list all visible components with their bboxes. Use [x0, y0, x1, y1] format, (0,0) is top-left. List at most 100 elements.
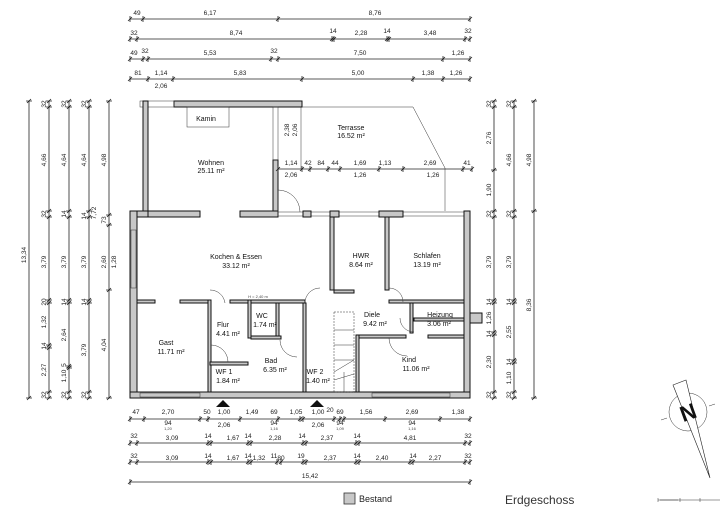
dimension-tick: [511, 214, 517, 220]
dimension-tick: [66, 104, 72, 110]
dimension-label: 3,79: [81, 343, 88, 356]
dimension-tick: [197, 416, 203, 422]
dimension-label: 1,67: [227, 455, 240, 462]
wall: [250, 335, 282, 340]
dimension-label: 69: [270, 409, 278, 416]
room-area-hwr: 8.64 m²: [349, 262, 373, 269]
dimension-tick: [300, 416, 306, 422]
dimension-label: 4,04: [101, 338, 108, 351]
dimension-tick: [303, 440, 309, 446]
dimension-label: 1,14: [285, 160, 298, 167]
dimension-tick: [400, 166, 406, 172]
dimension-label: 14: [353, 433, 361, 440]
dimension-label: 14: [81, 212, 88, 220]
dimension-tick: [511, 395, 517, 401]
dimension-label: 14: [409, 453, 417, 460]
dimension-label: 5,83: [234, 70, 247, 77]
entrance-marker: [310, 400, 324, 407]
door: [279, 339, 298, 358]
dimension-label: 3,79: [41, 255, 48, 268]
wall: [179, 299, 209, 304]
wall: [239, 210, 279, 218]
dimension-label: 32: [464, 433, 472, 440]
dimension-label: 32: [270, 48, 278, 55]
dimension-label: 32: [130, 433, 138, 440]
dimension-tick: [66, 395, 72, 401]
dimension-label: 47: [132, 409, 140, 416]
dimension-tick: [46, 342, 52, 348]
dimension-label: 3,79: [81, 255, 88, 268]
dimension-label: 32: [81, 391, 88, 399]
dimension-label: 2,06: [155, 83, 168, 90]
dimension-tick: [134, 440, 140, 446]
dimension-tick: [299, 166, 305, 172]
dimension-label: 1,69: [354, 160, 367, 167]
dimension-tick: [134, 459, 140, 465]
dimension-label: 4,64: [81, 153, 88, 166]
dimension-label: 1,32: [41, 315, 48, 328]
dimension-label: 2,06: [218, 422, 231, 429]
room-area-wc: 1.74 m²: [253, 322, 277, 329]
dimension-label: 32: [506, 100, 513, 108]
dimension-label: 14: [81, 298, 88, 306]
dimension-label: 32: [130, 30, 138, 37]
wall: [357, 334, 407, 339]
dimension-tick: [46, 98, 52, 104]
dimension-tick: [127, 440, 133, 446]
wall: [129, 391, 471, 399]
dimension-tick: [299, 76, 305, 82]
dimension-label: 14: [204, 433, 212, 440]
dimension-label: 6,17: [204, 10, 217, 17]
dimension-tick: [106, 212, 112, 218]
dimension-label: 1,67: [227, 435, 240, 442]
dimension-label: 14: [204, 453, 212, 460]
dimension-label: 14: [61, 298, 68, 306]
dimension-tick: [26, 395, 32, 401]
dimension-tick: [382, 416, 388, 422]
door: [304, 287, 321, 304]
dimension-label: 7,50: [354, 50, 367, 57]
pillar: [329, 210, 340, 218]
dimension-label: 5: [61, 363, 68, 367]
dimension-tick: [66, 365, 72, 371]
dimension-tick: [46, 297, 52, 303]
dimension-tick: [106, 395, 112, 401]
dimension-label: 2,70: [162, 409, 175, 416]
wall: [142, 100, 149, 216]
dimension-label: 20: [326, 407, 334, 414]
dimension-tick: [86, 98, 92, 104]
dimension-tick: [66, 300, 72, 306]
dimension-label: 32: [506, 210, 513, 218]
stair-steps: [333, 329, 355, 392]
dimension-label: 4,66: [41, 153, 48, 166]
wall: [272, 159, 279, 216]
dimension-tick: [511, 389, 517, 395]
dimension-tick: [275, 16, 281, 22]
dimension-tick: [46, 345, 52, 351]
dimension-tick: [491, 297, 497, 303]
dimension-label: 2,27: [429, 455, 442, 462]
dimension-label: 14: [506, 298, 513, 306]
dimension-label: 2,06: [292, 123, 299, 136]
dimension-tick: [127, 36, 133, 42]
window: [130, 229, 137, 289]
dimension-tick: [491, 300, 497, 306]
dimension-label: 7,72: [91, 206, 98, 219]
dimension-tick: [303, 459, 309, 465]
dimension-label: 32: [486, 391, 493, 399]
dimension-tick: [127, 416, 133, 422]
dimension-label: 1,26: [486, 311, 493, 324]
dimension-tick: [531, 395, 537, 401]
dimension-label: 15,42: [302, 473, 319, 480]
dimension-label: 1,38: [422, 70, 435, 77]
dimension-label: 1,38: [452, 409, 465, 416]
dimension-label: 50: [203, 409, 211, 416]
dimension-tick: [275, 416, 281, 422]
dimension-label: 1,00: [218, 409, 231, 416]
dimension-label: 20: [41, 298, 48, 306]
dimension-tick: [356, 459, 362, 465]
room-area-gast: 11.71 m²: [157, 349, 185, 356]
dimension-label: 32: [464, 453, 472, 460]
dimension-tick: [205, 440, 211, 446]
dimension-label: 4,66: [506, 153, 513, 166]
